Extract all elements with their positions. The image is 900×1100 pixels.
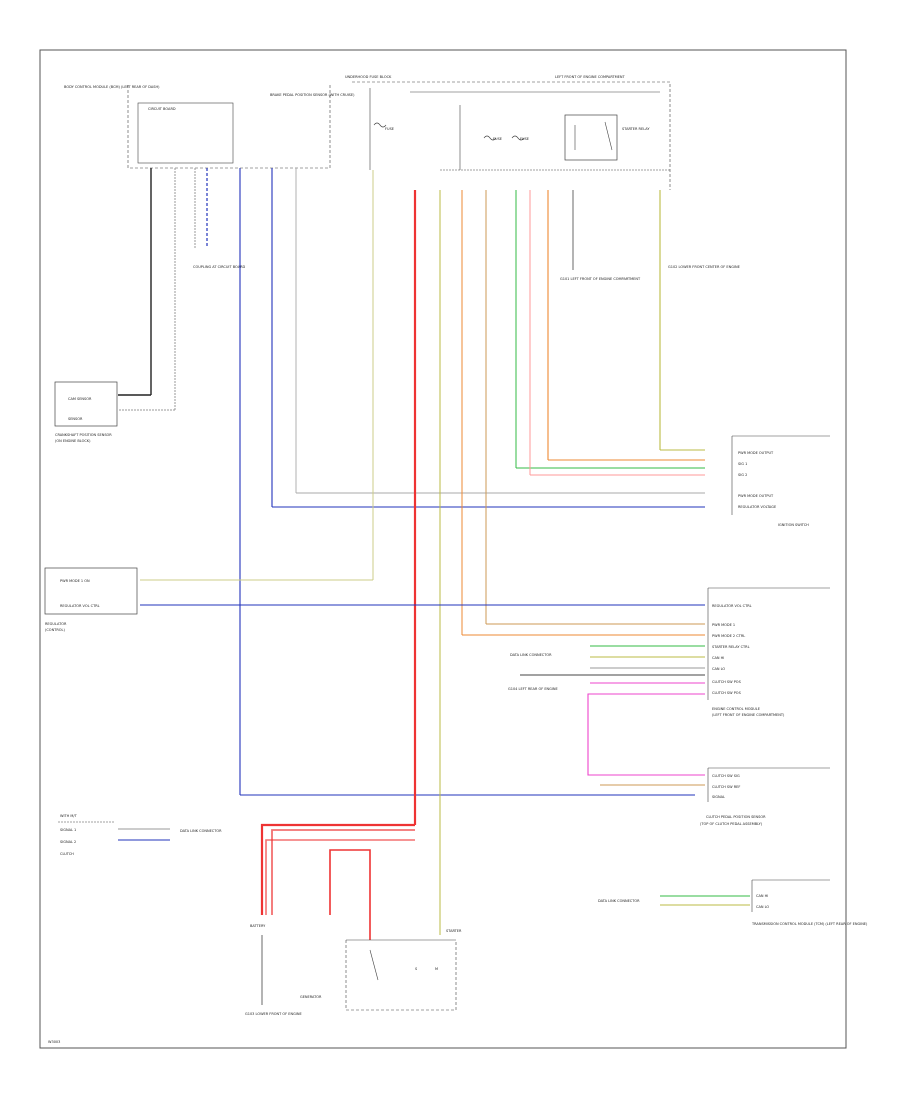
clutch-left-p2: SIGNAL 2	[60, 840, 76, 844]
ignition-reg-label: REGULATOR VOLTAGE	[738, 505, 776, 509]
diagram-frame	[39, 49, 847, 1049]
battery: BATTERY G103 LOWER FRONT OF ENGINE	[245, 924, 302, 1016]
engine-control-module: REGULATOR VOL CTRL PWR MODE 1 PWR MODE 2…	[508, 587, 830, 717]
starter-label: STARTER	[446, 929, 462, 933]
starter-s: S	[415, 967, 418, 971]
ignition-out2-label: PWR MODE OUTPUT	[738, 494, 774, 498]
ecm-p1: REGULATOR VOL CTRL	[712, 604, 752, 608]
left-rear-note: G104 LEFT REAR OF ENGINE	[508, 687, 558, 691]
clutch-switch-label: CLUTCH PEDAL POSITION SENSOR	[706, 815, 766, 819]
battery-label: BATTERY	[250, 924, 266, 928]
ecm-p5: CAN HI	[712, 656, 724, 660]
clutch-p1: CLUTCH SW SIG	[712, 774, 740, 778]
ecm-p6: CAN LO	[712, 667, 725, 671]
generator-starter: GENERATOR STARTER S M	[300, 849, 462, 1011]
ignition-out-label: PWR MODE OUTPUT	[738, 451, 774, 455]
ignition-s2-label: SIG 2	[738, 473, 747, 477]
magenta-loop	[587, 693, 705, 776]
crank-sensor: CAM SENSOR SENSOR CRANKSHAFT POSITION SE…	[54, 381, 118, 443]
brake-switch-label: BRAKE PEDAL POSITION SENSOR (WITH CRUISE…	[270, 93, 355, 97]
starter-m: M	[435, 967, 438, 971]
clutch-left: WITH M/T SIGNAL 1 SIGNAL 2 CLUTCH DATA L…	[58, 814, 222, 856]
fuse-wires: G101 LEFT FRONT OF ENGINE COMPARTMENT G1…	[140, 170, 740, 935]
tcm-p2: CAN LO	[756, 905, 769, 909]
clutch-left-label: CLUTCH	[60, 852, 74, 856]
ecm-p4: STARTER RELAY CTRL	[712, 645, 750, 649]
regulator-b-label: REGULATOR VOL CTRL	[60, 604, 100, 608]
regulator-note: (CONTROL)	[45, 628, 65, 632]
ecm-p2: PWR MODE 1	[712, 623, 735, 627]
ecm-note: (LEFT FRONT OF ENGINE COMPARTMENT)	[712, 713, 785, 717]
data-link-note: DATA LINK CONNECTOR	[510, 653, 552, 657]
regulator: PWR MODE 1 ON REGULATOR VOL CTRL REGULAT…	[44, 567, 705, 632]
clutch-switch-note: (TOP OF CLUTCH PEDAL ASSEMBLY)	[700, 822, 763, 826]
bcm-label: BODY CONTROL MODULE (BCM) (LEFT REAR OF …	[64, 85, 160, 89]
ecm-p3: PWR MODE 2 CTRL	[712, 634, 745, 638]
clutch-left-dest: DATA LINK CONNECTOR	[180, 829, 222, 833]
clutch-left-header: WITH M/T	[60, 814, 78, 818]
footer-code: W3003	[48, 1040, 60, 1044]
clutch-p2: CLUTCH SW REF	[712, 785, 740, 789]
tcm: CAN HI CAN LO DATA LINK CONNECTOR TRANSM…	[598, 879, 868, 926]
circuit-board-label: CIRCUIT BOARD	[148, 107, 176, 111]
cam-sensor-note: SENSOR	[68, 417, 83, 421]
tcm-dest: DATA LINK CONNECTOR	[598, 899, 640, 903]
ignition-switch-label: IGNITION SWITCH	[778, 523, 809, 527]
fuse-block: UNDERHOOD FUSE BLOCK LEFT FRONT OF ENGIN…	[345, 75, 671, 190]
fuse-block-label: UNDERHOOD FUSE BLOCK	[345, 75, 392, 79]
tcm-label: TRANSMISSION CONTROL MODULE (TCM) (LEFT …	[751, 922, 868, 926]
crank-sensor-label: CRANKSHAFT POSITION SENSOR	[55, 433, 112, 437]
ecm-p9: CLUTCH SW POS	[712, 691, 742, 695]
bcm-wires: COUPLING AT CIRCUIT BOARD	[118, 168, 705, 796]
ignition-switch: PWR MODE OUTPUT SIG 1 SIG 2 PWR MODE OUT…	[731, 435, 830, 527]
battery-ground: G103 LOWER FRONT OF ENGINE	[245, 1012, 302, 1016]
clutch-left-p1: SIGNAL 1	[60, 828, 76, 832]
cam-sensor-label: CAM SENSOR	[68, 397, 92, 401]
left-front-engine-label: LEFT FRONT OF ENGINE COMPARTMENT	[555, 75, 625, 79]
tcm-p1: CAN HI	[756, 894, 768, 898]
regulator-a-label: PWR MODE 1 ON	[60, 579, 90, 583]
regulator-label: REGULATOR	[45, 622, 67, 626]
starter-relay-label: STARTER RELAY	[622, 127, 650, 131]
ground-lf-label: G101 LEFT FRONT OF ENGINE COMPARTMENT	[560, 277, 641, 281]
clutch-p3: SIGNAL	[712, 795, 725, 799]
ecm-label: ENGINE CONTROL MODULE	[712, 707, 760, 711]
fuse-b-label: FUSE	[493, 137, 502, 141]
body-control-module: BODY CONTROL MODULE (BCM) (LEFT REAR OF …	[64, 85, 355, 169]
ignition-s1-label: SIG 1	[738, 462, 747, 466]
fuse-a-label: FUSE	[385, 127, 394, 131]
coupling-block-label: COUPLING AT CIRCUIT BOARD	[193, 265, 246, 269]
crank-sensor-note: (ON ENGINE BLOCK)	[55, 439, 91, 443]
generator-label: GENERATOR	[300, 995, 322, 999]
ecm-p8: CLUTCH SW POS	[712, 680, 742, 684]
fuse-c-label: FUSE	[520, 137, 529, 141]
clutch-pedal-sensor: CLUTCH SW SIG CLUTCH SW REF SIGNAL CLUTC…	[700, 767, 830, 826]
ground-upper-label: G102 LOWER FRONT CENTER OF ENGINE	[668, 265, 740, 269]
